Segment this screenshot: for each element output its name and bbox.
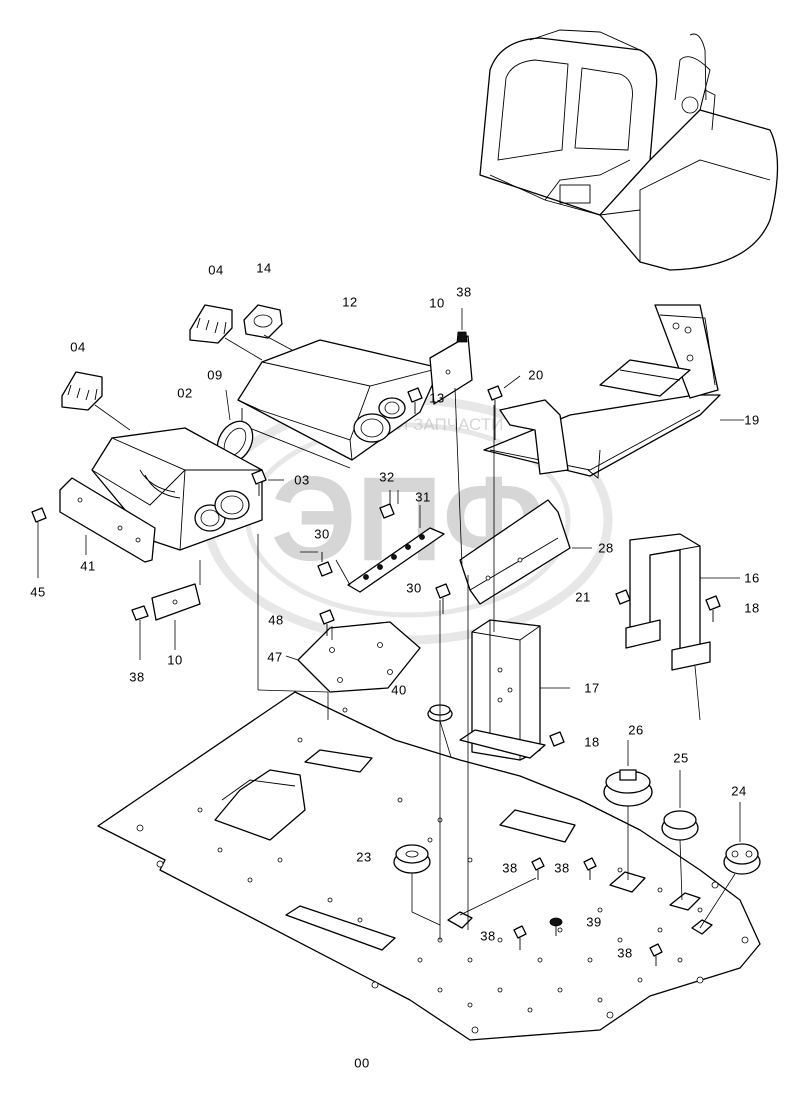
callout-39: 39 (586, 914, 602, 930)
part-38-bolt-b (583, 857, 597, 880)
callout-09: 09 (207, 367, 223, 383)
callout-47: 47 (267, 649, 283, 665)
callout-25: 25 (673, 750, 689, 766)
callout-31: 31 (415, 489, 431, 505)
callout-28: 28 (598, 540, 614, 556)
callout-10: 10 (167, 652, 183, 668)
part-20-bolt (487, 375, 521, 440)
callout-48: 48 (268, 612, 284, 628)
callout-04: 04 (208, 262, 224, 278)
assembly-leader-lines (199, 387, 701, 940)
part-30-bolt-left (317, 552, 333, 577)
callout-32: 32 (379, 469, 395, 485)
part-39-bolt (549, 917, 563, 936)
part-18-bolt-upper (705, 595, 721, 622)
callout-30: 30 (406, 580, 422, 596)
part-16-stand (625, 533, 740, 671)
callout-18: 18 (584, 734, 600, 750)
part-19-seat-frame (483, 304, 744, 479)
callout-24: 24 (731, 783, 747, 799)
part-13-bolt (407, 387, 423, 414)
callout-16: 16 (744, 570, 760, 586)
part-38-bolt-c (513, 925, 527, 950)
callout-30: 30 (314, 526, 330, 542)
callout-04: 04 (70, 339, 86, 355)
part-31-connector-rail (347, 505, 445, 593)
callout-23: 23 (356, 849, 372, 865)
part-26-grommet (603, 740, 653, 880)
callout-40: 40 (391, 682, 407, 698)
part-04-left-connector (61, 371, 131, 431)
callout-18: 18 (744, 600, 760, 616)
part-47-cover-plate (285, 621, 421, 693)
part-14-gasket (243, 304, 293, 351)
callout-38: 38 (502, 860, 518, 876)
callout-10: 10 (429, 295, 445, 311)
part-24-grommet (699, 802, 761, 929)
callout-38: 38 (129, 669, 145, 685)
part-23-grommet (393, 844, 441, 926)
callout-38: 38 (456, 284, 472, 300)
part-41-side-plate (31, 477, 156, 578)
part-21-bolt (615, 589, 631, 605)
part-38-bolt-a (459, 857, 545, 916)
callout-03: 03 (294, 472, 310, 488)
callout-41: 41 (80, 558, 96, 574)
part-04-upper-connector (189, 304, 263, 361)
callout-38: 38 (617, 945, 633, 961)
callout-02: 02 (177, 385, 193, 401)
part-10-lower-plate (131, 583, 201, 660)
part-18-bolt-lower (549, 731, 565, 747)
part-48-bolt (319, 609, 335, 636)
callout-45: 45 (30, 584, 46, 600)
callout-12: 12 (342, 294, 358, 310)
floor-plate-bolt-holes (197, 707, 703, 1013)
part-28-bracket (459, 499, 592, 605)
excavator-cab-inset (479, 29, 779, 271)
part-12-upper-duct (237, 339, 441, 469)
callout-20: 20 (528, 367, 544, 383)
part-03-bolt (251, 469, 284, 496)
part-38-bolt-d (649, 943, 663, 966)
part-25-grommet (661, 770, 699, 901)
callout-19: 19 (744, 412, 760, 428)
callout-38: 38 (480, 928, 496, 944)
callout-26: 26 (628, 722, 644, 738)
part-30-bolt-right (435, 583, 451, 614)
callout-14: 14 (256, 260, 272, 276)
callout-38: 38 (554, 860, 570, 876)
part-32-bolt (379, 490, 395, 519)
callout-13: 13 (429, 390, 445, 406)
callout-17: 17 (584, 680, 600, 696)
callout-21: 21 (575, 589, 591, 605)
part-10-upper-plate (429, 308, 473, 405)
callout-00: 00 (354, 1055, 370, 1071)
part-17-column (459, 619, 570, 761)
